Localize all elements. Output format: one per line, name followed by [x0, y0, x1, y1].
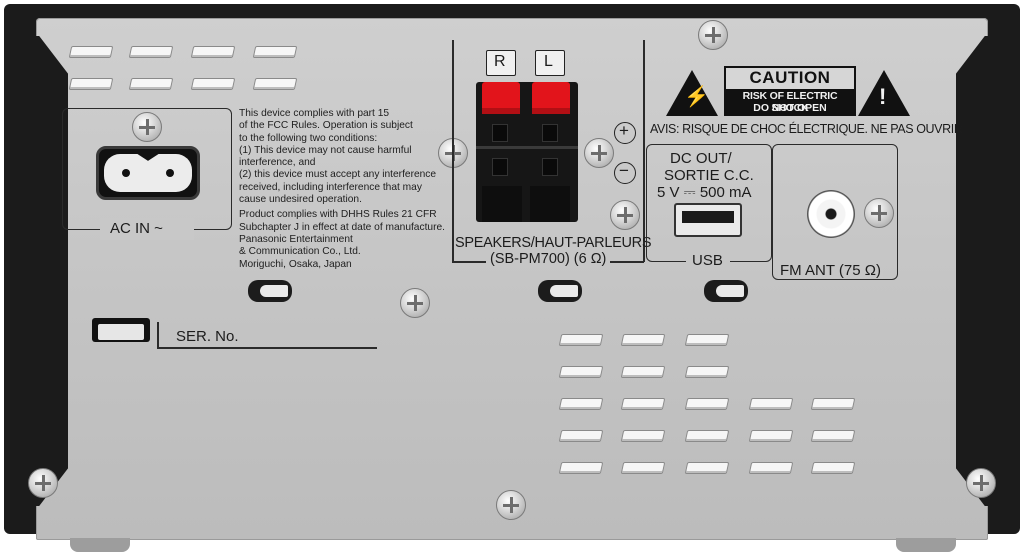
- speakers-label: SPEAKERS/HAUT-PARLEURS: [455, 235, 652, 251]
- vent: [128, 46, 174, 58]
- compliance-text: This device complies with part 15 of the…: [239, 108, 445, 270]
- right-minus-terminal[interactable]: [492, 158, 508, 176]
- clip: [248, 280, 292, 302]
- foot-right: [896, 538, 956, 552]
- vent: [190, 46, 236, 58]
- divider: [452, 40, 454, 262]
- vent: [684, 334, 730, 346]
- clip: [538, 280, 582, 302]
- ac-pin: [166, 169, 174, 177]
- vent: [810, 430, 856, 442]
- screw: [400, 288, 430, 318]
- left-flange: [4, 36, 68, 506]
- vent: [558, 398, 604, 410]
- vent: [558, 366, 604, 378]
- right-channel-tag: [486, 50, 516, 76]
- ac-pin: [122, 169, 130, 177]
- fm-antenna-jack[interactable]: [807, 190, 855, 238]
- vent: [558, 462, 604, 474]
- screw: [610, 200, 640, 230]
- vent: [620, 334, 666, 346]
- fm-box: [772, 144, 898, 280]
- vent: [558, 334, 604, 346]
- usb-label: USB: [692, 252, 723, 269]
- vent: [748, 430, 794, 442]
- screw: [966, 468, 996, 498]
- serial-label: SER. No.: [176, 328, 239, 345]
- vent: [810, 398, 856, 410]
- vent: [558, 430, 604, 442]
- screw: [496, 490, 526, 520]
- left-minus-terminal[interactable]: [542, 158, 558, 176]
- screw: [864, 198, 894, 228]
- vent: [620, 430, 666, 442]
- right-flange: [956, 36, 1020, 506]
- clip: [704, 280, 748, 302]
- foot-left: [70, 538, 130, 552]
- vent: [68, 46, 114, 58]
- divider: [643, 40, 645, 262]
- vent: [620, 462, 666, 474]
- vent: [68, 78, 114, 90]
- plus-symbol: [614, 122, 636, 144]
- vent: [190, 78, 236, 90]
- vent: [684, 366, 730, 378]
- vent: [684, 462, 730, 474]
- vent: [684, 430, 730, 442]
- vent: [810, 462, 856, 474]
- lightning-warning-icon: [666, 70, 718, 116]
- vent: [252, 46, 298, 58]
- vent: [620, 398, 666, 410]
- vent: [252, 78, 298, 90]
- screw: [132, 112, 162, 142]
- screw: [584, 138, 614, 168]
- right-plus-terminal[interactable]: [482, 82, 520, 114]
- vent: [684, 398, 730, 410]
- vent: [748, 398, 794, 410]
- vent: [620, 366, 666, 378]
- fm-label: FM ANT (75 Ω): [778, 262, 883, 279]
- avis-text: AVIS: RISQUE DE CHOC ÉLECTRIQUE. NE PAS …: [650, 122, 966, 136]
- speakers-model-label: (SB-PM700) (6 Ω): [486, 251, 611, 267]
- exclamation-warning-icon: [858, 70, 910, 116]
- left-plus-terminal[interactable]: [532, 82, 570, 114]
- screw: [28, 468, 58, 498]
- screw: [698, 20, 728, 50]
- ac-in-label: AC IN ~: [110, 220, 163, 237]
- minus-symbol: [614, 162, 636, 184]
- left-channel-tag: [535, 50, 565, 76]
- vent: [748, 462, 794, 474]
- vent: [128, 78, 174, 90]
